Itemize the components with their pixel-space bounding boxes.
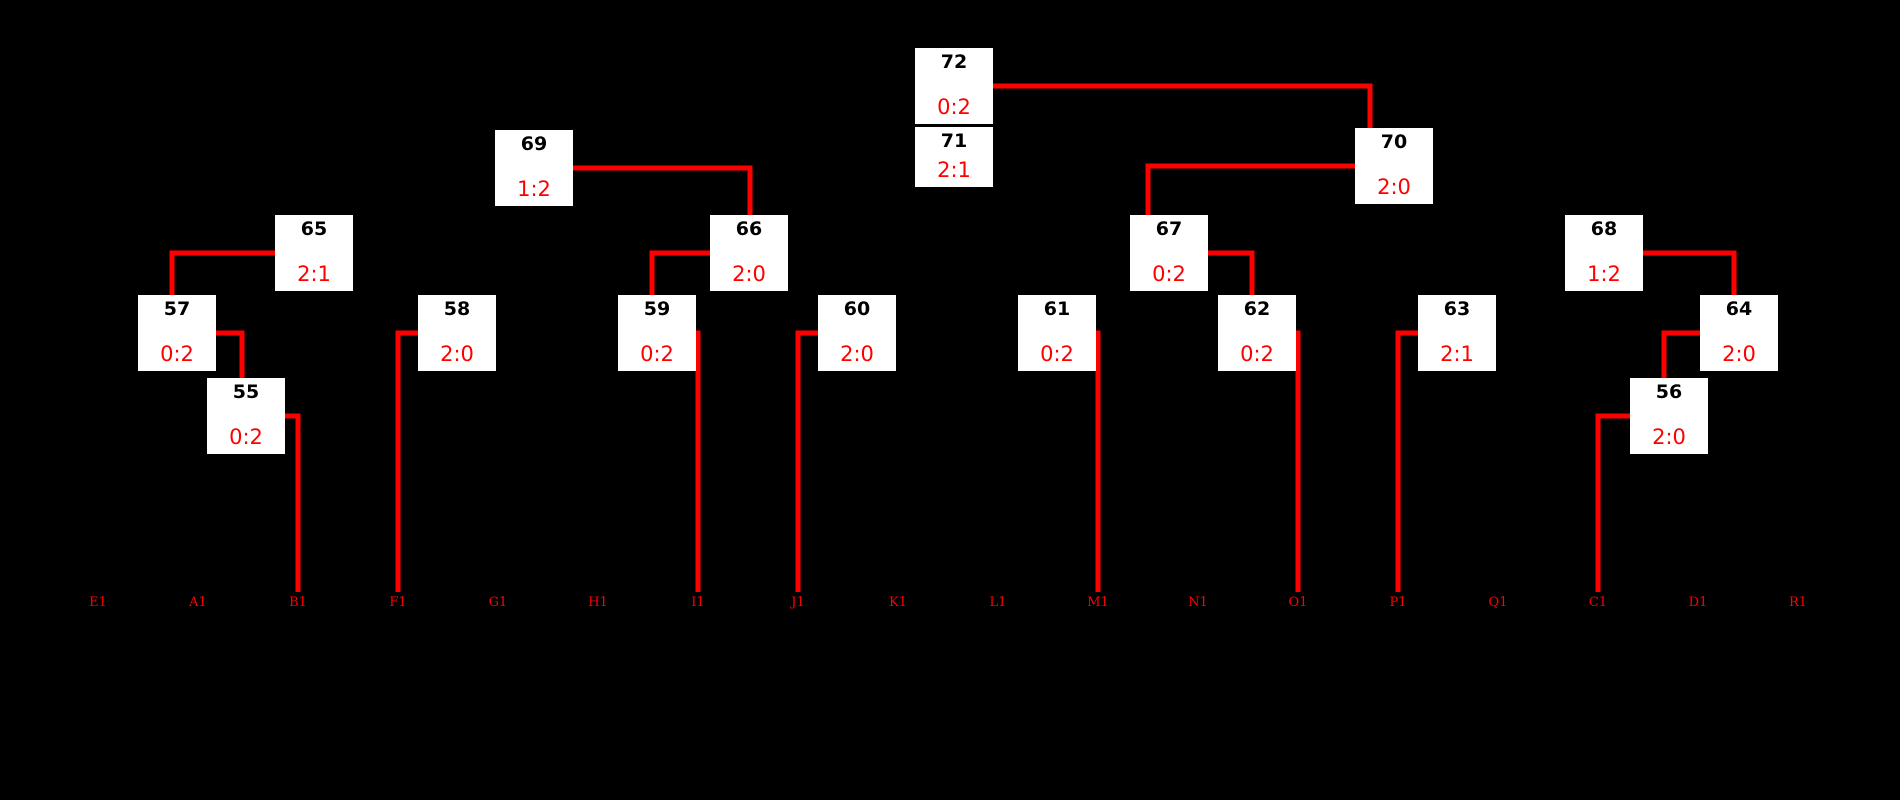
- bracket-edge-n57-to-n55: [216, 330, 245, 378]
- match-id-label: 72: [940, 51, 968, 73]
- match-id-label: 57: [163, 298, 191, 320]
- match-id-label: 69: [520, 133, 548, 155]
- match-id-label: 55: [232, 381, 260, 403]
- bracket-edge-n72-to-n70: [993, 83, 1373, 128]
- match-score-label: 1:2: [1587, 262, 1621, 286]
- bracket-edge-n67-to-n62: [1208, 250, 1255, 295]
- bracket-edge-n65-to-n57: [169, 250, 275, 295]
- leaf-label-N1[interactable]: N1: [1188, 595, 1208, 610]
- match-score-label: 0:2: [229, 425, 263, 449]
- match-id-label: 64: [1725, 298, 1753, 320]
- match-node-68[interactable]: 68 1:2: [1565, 215, 1643, 291]
- match-score-label: 0:2: [1040, 342, 1074, 366]
- match-id-label: 67: [1155, 218, 1183, 240]
- leaf-label-O1[interactable]: O1: [1288, 595, 1308, 610]
- leaf-label-G1[interactable]: G1: [488, 595, 508, 610]
- match-score-label: 2:0: [840, 342, 874, 366]
- bracket-edge-n66-to-n59: [649, 250, 710, 295]
- match-id-label: 59: [643, 298, 671, 320]
- bracket-edge-n56-to-C1: [1595, 413, 1630, 592]
- leaf-label-D1[interactable]: D1: [1688, 595, 1708, 610]
- match-id-label: 62: [1243, 298, 1271, 320]
- match-node-67[interactable]: 67 0:2: [1130, 215, 1208, 291]
- match-node-59[interactable]: 59 0:2: [618, 295, 696, 371]
- match-id-label: 58: [443, 298, 471, 320]
- bracket-edge-n59-to-I1: [695, 330, 701, 592]
- match-node-62[interactable]: 62 0:2: [1218, 295, 1296, 371]
- match-node-66[interactable]: 66 2:0: [710, 215, 788, 291]
- leaf-label-F1[interactable]: F1: [389, 595, 407, 610]
- bracket-edge-n58-to-F1: [395, 330, 418, 592]
- leaf-label-L1[interactable]: L1: [989, 595, 1007, 610]
- match-score-label: 2:1: [297, 262, 331, 286]
- match-score-label: 0:2: [640, 342, 674, 366]
- match-node-72[interactable]: 72 0:2: [915, 48, 993, 124]
- match-node-57[interactable]: 57 0:2: [138, 295, 216, 371]
- match-id-label: 61: [1043, 298, 1071, 320]
- leaf-label-C1[interactable]: C1: [1588, 595, 1608, 610]
- leaf-label-R1[interactable]: R1: [1788, 595, 1808, 610]
- match-id-label: 60: [843, 298, 871, 320]
- leaf-label-J1[interactable]: J1: [791, 595, 805, 610]
- match-score-label: 0:2: [1152, 262, 1186, 286]
- bracket-edge-n68-to-n64: [1643, 250, 1737, 295]
- leaf-label-I1[interactable]: I1: [691, 595, 705, 610]
- leaf-label-P1[interactable]: P1: [1389, 595, 1407, 610]
- leaf-label-Q1[interactable]: Q1: [1488, 595, 1508, 610]
- match-score-label: 1:2: [517, 177, 551, 201]
- match-score-label: 0:2: [937, 95, 971, 119]
- match-node-60[interactable]: 60 2:0: [818, 295, 896, 371]
- match-id-label: 63: [1443, 298, 1471, 320]
- leaf-label-E1[interactable]: E1: [89, 595, 107, 610]
- match-score-label: 0:2: [1240, 342, 1274, 366]
- match-score-label: 2:0: [1652, 425, 1686, 449]
- match-score-label: 2:0: [1722, 342, 1756, 366]
- match-node-65[interactable]: 65 2:1: [275, 215, 353, 291]
- match-node-69[interactable]: 69 1:2: [495, 130, 573, 206]
- match-id-label: 70: [1380, 131, 1408, 153]
- bracket-edge-n60-to-J1: [795, 330, 818, 592]
- match-id-label: 65: [300, 218, 328, 240]
- bracket-edge-n70-to-n67: [1145, 163, 1355, 215]
- match-score-label: 2:1: [937, 158, 971, 182]
- bracket-edge-n55-to-B1: [285, 413, 301, 592]
- match-node-64[interactable]: 64 2:0: [1700, 295, 1778, 371]
- match-node-58[interactable]: 58 2:0: [418, 295, 496, 371]
- match-score-label: 2:0: [440, 342, 474, 366]
- match-node-56[interactable]: 56 2:0: [1630, 378, 1708, 454]
- bracket-edge-n63-to-P1: [1395, 330, 1418, 592]
- match-id-label: 66: [735, 218, 763, 240]
- leaf-label-M1[interactable]: M1: [1087, 595, 1109, 610]
- match-id-label: 68: [1590, 218, 1618, 240]
- leaf-label-A1[interactable]: A1: [189, 595, 207, 610]
- match-score-label: 2:0: [1377, 175, 1411, 199]
- match-node-55[interactable]: 55 0:2: [207, 378, 285, 454]
- bracket-edge-n69-to-n66: [573, 165, 753, 215]
- leaf-label-H1[interactable]: H1: [588, 595, 608, 610]
- match-score-label: 0:2: [160, 342, 194, 366]
- match-id-label: 71: [940, 130, 968, 152]
- bracket-edge-n62-to-O1: [1295, 330, 1301, 592]
- leaf-label-B1[interactable]: B1: [289, 595, 307, 610]
- match-score-label: 2:0: [732, 262, 766, 286]
- bracket-edge-n64-to-n56: [1661, 330, 1700, 378]
- match-node-63[interactable]: 63 2:1: [1418, 295, 1496, 371]
- match-node-61[interactable]: 61 0:2: [1018, 295, 1096, 371]
- match-node-70[interactable]: 70 2:0: [1355, 128, 1433, 204]
- match-score-label: 2:1: [1440, 342, 1474, 366]
- match-id-label: 56: [1655, 381, 1683, 403]
- bracket-edge-n61-to-M1: [1095, 330, 1101, 592]
- leaf-label-K1[interactable]: K1: [889, 595, 907, 610]
